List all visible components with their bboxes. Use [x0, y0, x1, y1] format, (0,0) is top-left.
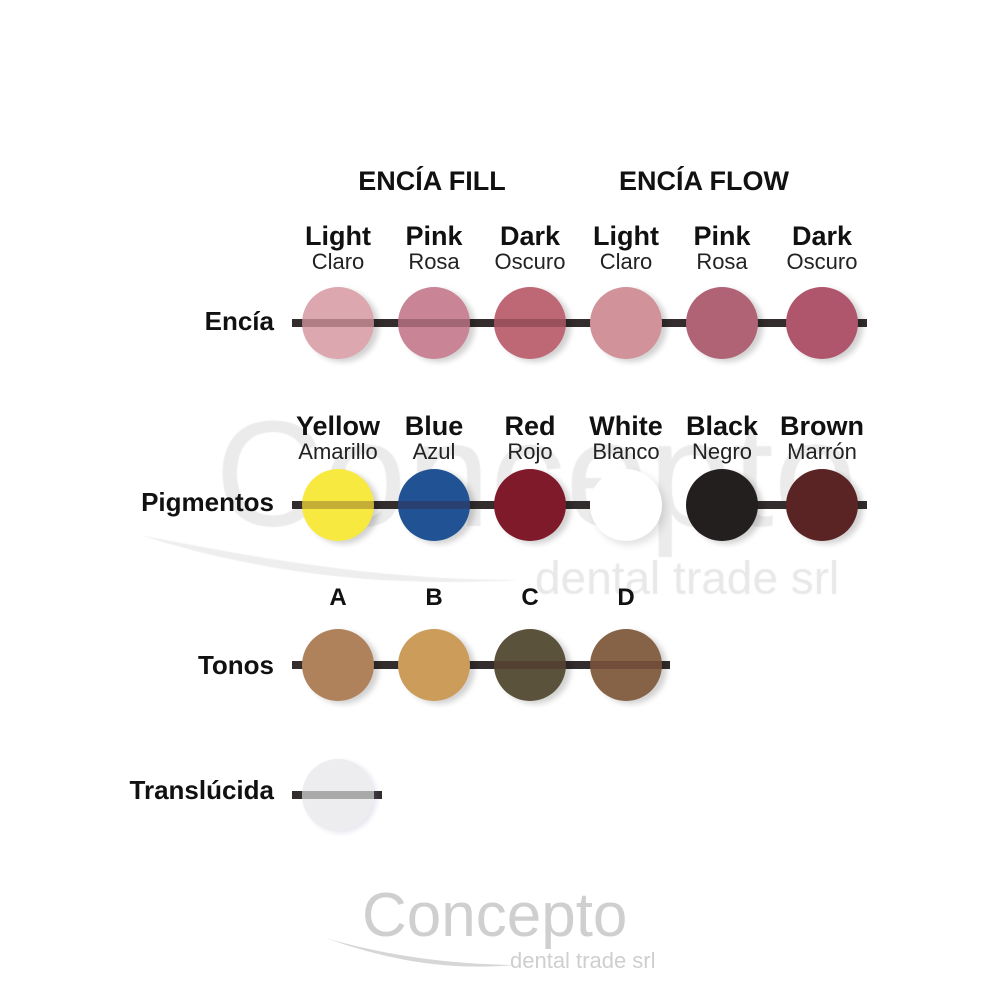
swatch-name: Blue	[404, 411, 464, 441]
tone-letter: B	[425, 584, 443, 611]
swatch-line-overlay	[302, 319, 374, 327]
swatch-subname: Oscuro	[786, 249, 858, 274]
swatch-line-overlay	[494, 319, 566, 327]
row-label-pigmentos: Pigmentos	[141, 487, 274, 517]
swatch-name: Brown	[780, 411, 864, 441]
swatch-name: Dark	[499, 221, 561, 251]
group-title-flow: ENCÍA FLOW	[619, 166, 789, 196]
encia-line	[292, 319, 867, 327]
logo-name: Concepto	[362, 881, 628, 950]
swatch-encia	[786, 287, 858, 359]
swatch-encia	[398, 287, 470, 359]
swatch-subname: Blanco	[592, 439, 660, 464]
swatch-tonos	[302, 629, 374, 701]
tone-letter: D	[617, 584, 635, 611]
swatch-pigmentos	[786, 469, 858, 541]
logo-tagline: dental trade srl	[510, 948, 656, 973]
swatch-subname: Rojo	[507, 439, 553, 464]
swatch-subname: Oscuro	[494, 249, 566, 274]
swatch-pigmentos	[398, 469, 470, 541]
swatch-subname: Negro	[692, 439, 752, 464]
swatch-name: Light	[593, 221, 659, 251]
swatch-tonos	[398, 629, 470, 701]
swatch-name: White	[589, 411, 663, 441]
swatch-line-overlay	[302, 501, 374, 509]
swatch-name: Pink	[405, 221, 463, 251]
logo-swoosh-icon	[325, 938, 515, 967]
swatch-name: Dark	[791, 221, 853, 251]
translucida-line-overlay	[302, 791, 374, 799]
row-label-encia: Encía	[204, 306, 274, 336]
swatch-subname: Rosa	[408, 249, 460, 274]
swatch-encia	[494, 287, 566, 359]
swatch-pigmentos	[494, 469, 566, 541]
swatch-subname: Claro	[311, 249, 365, 274]
tone-letter: A	[329, 584, 347, 611]
swatch-name: Pink	[693, 221, 751, 251]
tone-letter: C	[521, 584, 539, 611]
tonos-line	[292, 661, 670, 669]
swatch-line-overlay	[494, 661, 566, 669]
row-label-tonos: Tonos	[197, 650, 274, 680]
swatch-pigmentos	[302, 469, 374, 541]
swatch-subname: Rosa	[696, 249, 748, 274]
group-title-fill: ENCÍA FILL	[358, 166, 506, 196]
swatch-subname: Amarillo	[298, 439, 378, 464]
swatch-encia	[590, 287, 662, 359]
swatch-pigmentos	[590, 469, 662, 541]
pigmentos-line-right	[690, 501, 867, 509]
swatch-line-overlay	[590, 661, 662, 669]
swatch-pigmentos	[686, 469, 758, 541]
swatch-encia	[302, 287, 374, 359]
swatch-tonos	[494, 629, 566, 701]
swatch-line-overlay	[398, 319, 470, 327]
swatch-subname: Azul	[412, 439, 456, 464]
swatch-name: Black	[685, 411, 759, 441]
swatch-subname: Claro	[599, 249, 653, 274]
swatch-subname: Marrón	[787, 439, 857, 464]
swatch-name: Yellow	[295, 411, 381, 441]
swatch-line-overlay	[398, 501, 470, 509]
swatch-name: Red	[504, 411, 556, 441]
swatch-name: Light	[305, 221, 371, 251]
row-label-translucida: Translúcida	[129, 775, 275, 805]
swatch-tonos	[590, 629, 662, 701]
swatch-encia	[686, 287, 758, 359]
